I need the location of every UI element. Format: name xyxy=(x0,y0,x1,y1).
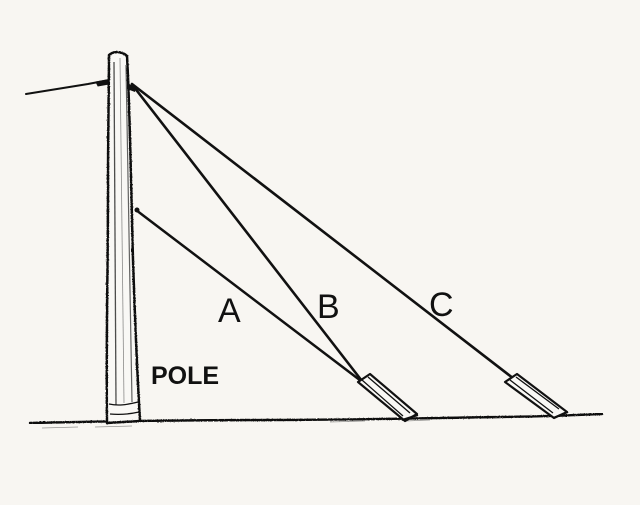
anchor-ab xyxy=(356,372,419,423)
pole-base-texture xyxy=(108,401,140,416)
pole-grain-middle xyxy=(119,57,125,404)
pole-grain-right xyxy=(125,64,133,403)
ground-hatch xyxy=(41,419,431,429)
top-guy-clamp xyxy=(127,83,136,92)
pole-label: POLE xyxy=(151,362,220,390)
guy-wire-c-label: C xyxy=(429,286,454,324)
anchor-c xyxy=(503,372,569,420)
guy-wire-c xyxy=(130,82,520,384)
guy-wire-a-clamp xyxy=(134,207,140,213)
wire-connector xyxy=(95,79,110,87)
guy-wire-a xyxy=(134,208,367,386)
pole-grain-left xyxy=(113,61,117,406)
guy-wire-b-label: B xyxy=(317,288,340,326)
guy-wire-a-label: A xyxy=(218,292,241,330)
guy-wire-b xyxy=(132,85,364,383)
